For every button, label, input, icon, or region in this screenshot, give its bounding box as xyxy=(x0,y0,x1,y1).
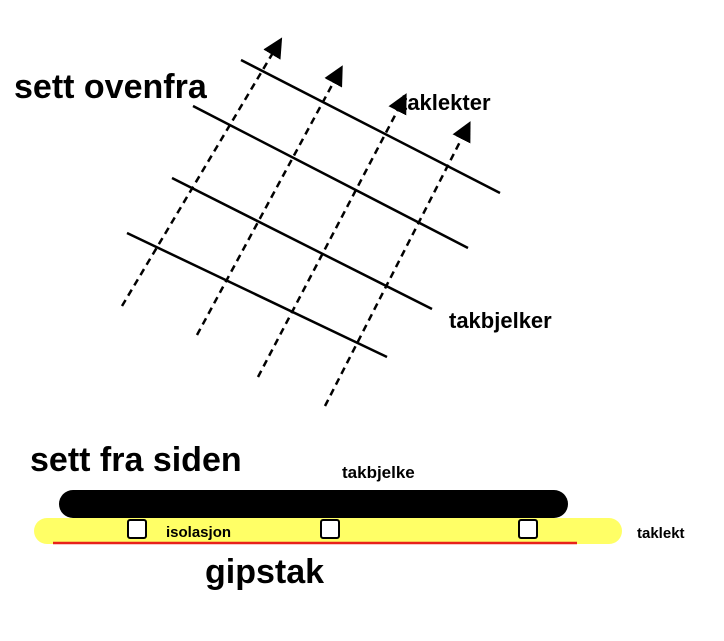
ceiling-label: gipstak xyxy=(205,553,324,591)
batten-arrow xyxy=(256,93,407,378)
batten-squares xyxy=(127,519,538,539)
joists-label: takbjelker xyxy=(449,308,552,333)
batten-label: taklekt xyxy=(637,525,685,542)
side-view: sett fra siden takbjelke isolasjon takle… xyxy=(30,441,685,591)
batten-square xyxy=(127,519,147,539)
batten-square xyxy=(320,519,340,539)
joist-line xyxy=(126,231,388,359)
top-view: sett ovenfra taklekter takbjelker xyxy=(14,37,552,407)
insulation-label: isolasjon xyxy=(166,524,231,541)
joist-bar xyxy=(59,490,568,518)
side-view-title: sett fra siden xyxy=(30,441,242,479)
joist-line xyxy=(240,58,501,195)
top-view-title: sett ovenfra xyxy=(14,68,208,106)
batten-square xyxy=(518,519,538,539)
joist-label: takbjelke xyxy=(342,463,415,482)
joist-line xyxy=(192,104,469,250)
batten-arrow xyxy=(120,37,283,307)
joist-line xyxy=(171,176,433,311)
batten-arrow xyxy=(195,65,343,336)
joist-lines xyxy=(126,58,501,359)
batten-arrows xyxy=(120,37,471,407)
batten-arrow xyxy=(323,121,471,407)
battens-label: taklekter xyxy=(400,90,491,115)
